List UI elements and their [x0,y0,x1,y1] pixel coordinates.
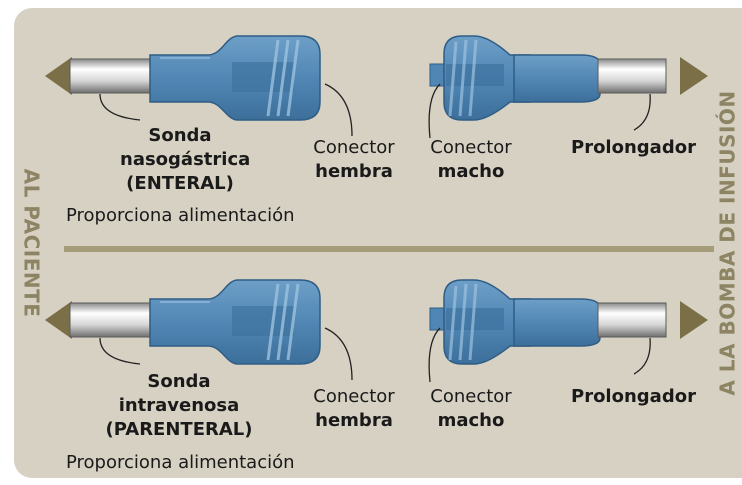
side-label-pump: A LA BOMBA DE INFUSIÓN [716,89,741,396]
tube-label-parenteral: Sonda intravenosa (PARENTERAL) [105,371,253,440]
female-connector-label: Conector hembra [313,137,395,182]
male-connector-label-2: Conector macho [430,386,512,431]
male-connector-label: Conector macho [430,137,512,182]
tube-label-enteral: Sonda nasogástrica (ENTERAL) [120,125,251,194]
female-connector-label-2: Conector hembra [313,386,395,431]
extension-label: Prolongador [571,137,696,158]
side-label-patient: AL PACIENTE [19,168,43,317]
divider [64,246,714,252]
description-parenteral: Proporciona alimentación [66,452,295,473]
description-enteral: Proporciona alimentación [66,205,295,226]
extension-label-2: Prolongador [571,386,696,407]
